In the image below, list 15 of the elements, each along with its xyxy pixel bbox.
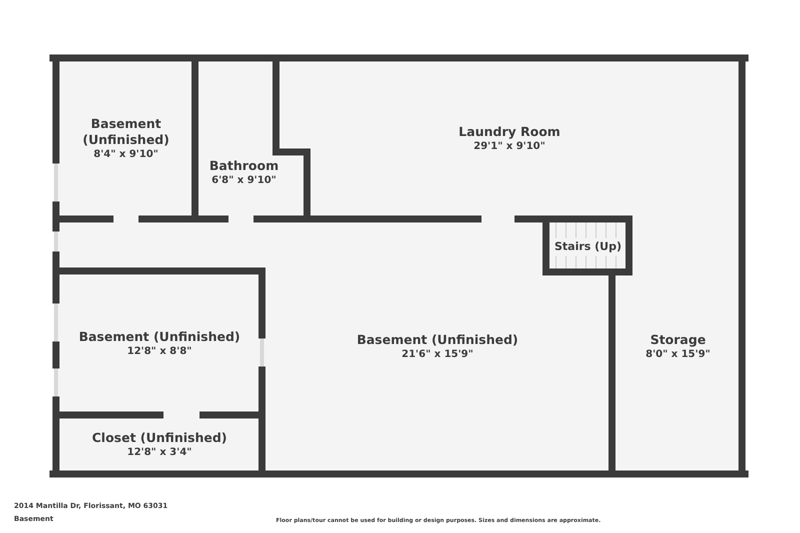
room-dimensions: 29'1" x 9'10": [474, 140, 546, 154]
room-name: Basement (Unfinished): [82, 116, 170, 148]
room-dimensions: 21'6" x 15'9": [402, 348, 474, 362]
room-dimensions: 6'8" x 9'10": [212, 174, 276, 188]
room-dimensions: 8'0" x 15'9": [646, 348, 710, 362]
room-dimensions: 12'8" x 3'4": [127, 446, 192, 460]
room-name: Basement (Unfinished): [356, 332, 518, 348]
room-name: Bathroom: [209, 158, 279, 174]
room-dimensions: 12'8" x 8'8": [127, 344, 192, 358]
room-name: Closet (Unfinished): [92, 430, 227, 446]
room-dimensions: 8'4" x 9'10": [94, 148, 158, 162]
room-name: Stairs (Up): [554, 239, 622, 255]
room-name: Laundry Room: [458, 124, 560, 140]
room-name: Basement (Unfinished): [78, 328, 240, 344]
room-name: Storage: [650, 332, 706, 348]
